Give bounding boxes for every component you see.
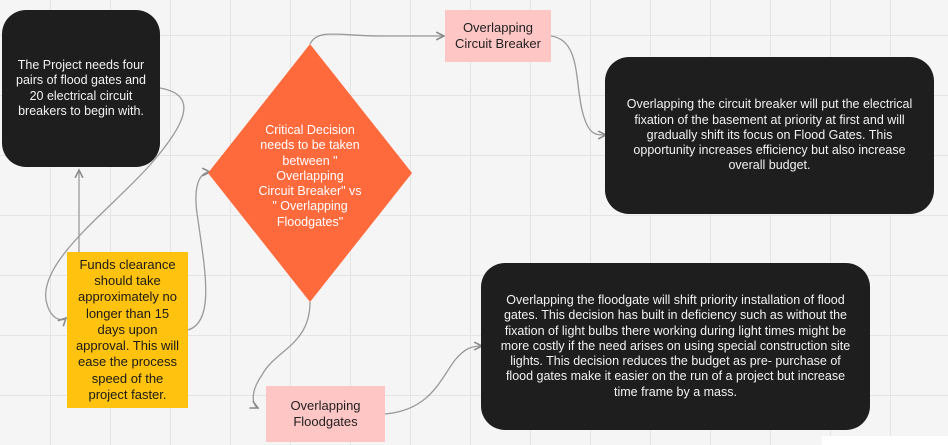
- overlapping-circuit-breaker-text: Overlapping Circuit Breaker: [455, 20, 541, 51]
- overlapping-circuit-breaker-node[interactable]: Overlapping Circuit Breaker: [445, 10, 551, 62]
- funds-clearance-node[interactable]: Funds clearance should take approximatel…: [67, 252, 188, 408]
- overlapping-floodgates-text: Overlapping Floodgates: [290, 398, 361, 429]
- corner-panel: [822, 436, 948, 445]
- overlapping-floodgates-node[interactable]: Overlapping Floodgates: [266, 386, 385, 442]
- connector-project-to-funds: [45, 87, 185, 320]
- circuit-breaker-note-text: Overlapping the circuit breaker will put…: [626, 97, 913, 173]
- funds-clearance-text: Funds clearance should take approximatel…: [75, 256, 180, 402]
- connector-decision-to-floodgates: [253, 301, 311, 408]
- project-need-text: The Project needs four pairs of flood ga…: [16, 58, 146, 118]
- connector-decision-to-breaker: [309, 34, 444, 45]
- connector-breaker-to-note: [550, 35, 606, 135]
- project-need-node[interactable]: The Project needs four pairs of flood ga…: [2, 10, 160, 167]
- critical-decision-text: Critical Decision needs to be taken betw…: [258, 123, 362, 229]
- connector-floodgates-to-note: [384, 346, 482, 415]
- floodgate-note-node[interactable]: Overlapping the floodgate will shift pri…: [481, 263, 870, 430]
- circuit-breaker-note-node[interactable]: Overlapping the circuit breaker will put…: [605, 57, 934, 214]
- floodgate-note-text: Overlapping the floodgate will shift pri…: [500, 293, 851, 399]
- critical-decision-diamond[interactable]: [208, 44, 412, 302]
- connector-funds-to-decision: [187, 172, 210, 331]
